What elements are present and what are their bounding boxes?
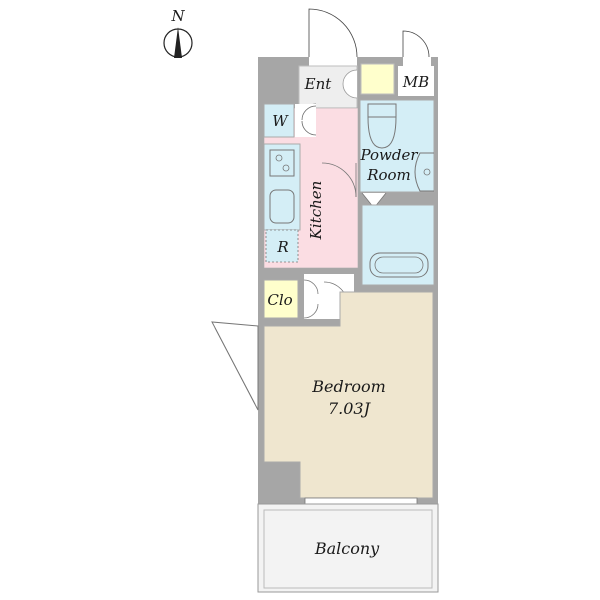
closet-area xyxy=(263,279,299,319)
washer-label: W xyxy=(272,112,289,130)
mb-door-swing xyxy=(402,30,430,58)
closet-door-swing xyxy=(303,279,319,319)
bedroom-label-line1: Bedroom xyxy=(311,377,386,396)
refrigerator-label: R xyxy=(276,238,288,256)
toilet-icon xyxy=(367,103,397,149)
sink-icon xyxy=(269,189,295,224)
bathroom-floor xyxy=(361,204,435,286)
bay-window xyxy=(211,321,259,411)
entrance-label: Ent xyxy=(304,75,333,93)
balcony-railing xyxy=(263,509,433,589)
mb-door-opening xyxy=(403,57,431,67)
bathtub-icon xyxy=(369,252,429,278)
bay-window-mullion xyxy=(214,327,256,405)
meter-box-area xyxy=(360,63,395,95)
washer-overlay xyxy=(263,103,295,138)
bedroom-size-label: 7.03J xyxy=(328,399,372,418)
balcony-area xyxy=(257,503,439,593)
toilet-tank-icon xyxy=(367,103,397,118)
balcony-label: Balcony xyxy=(314,539,380,558)
burner-1-icon xyxy=(275,154,283,162)
compass-north-letter: N xyxy=(170,7,185,25)
entrance-door-opening xyxy=(309,57,357,67)
kitchen-label: Kitchen xyxy=(307,181,325,241)
stove-icon xyxy=(269,149,295,177)
washer-cabinet-overlay xyxy=(295,104,316,137)
refrigerator-space xyxy=(265,229,299,263)
meter-box-label: MB xyxy=(402,73,429,91)
powder-room-faucet-icon xyxy=(423,168,431,176)
kitchen-door-swing xyxy=(321,162,357,198)
washer-door-swing-2 xyxy=(301,105,317,136)
closet-label: Clo xyxy=(267,291,292,309)
bedroom-floor xyxy=(263,291,434,499)
burner-2-icon xyxy=(282,164,290,172)
bathtub-inner-icon xyxy=(374,256,424,274)
powder-room-sink-icon xyxy=(414,152,434,192)
entrance-door-swing xyxy=(308,8,358,58)
powder-room-label-line1: Powder xyxy=(359,146,418,164)
compass: N xyxy=(163,7,193,58)
entrance-step xyxy=(342,69,358,99)
mb-floor xyxy=(398,66,434,96)
powder-room-floor xyxy=(359,99,435,193)
balcony-window xyxy=(304,497,418,505)
powder-room-label-line2: Room xyxy=(366,166,411,184)
compass-needle-icon xyxy=(174,27,182,58)
